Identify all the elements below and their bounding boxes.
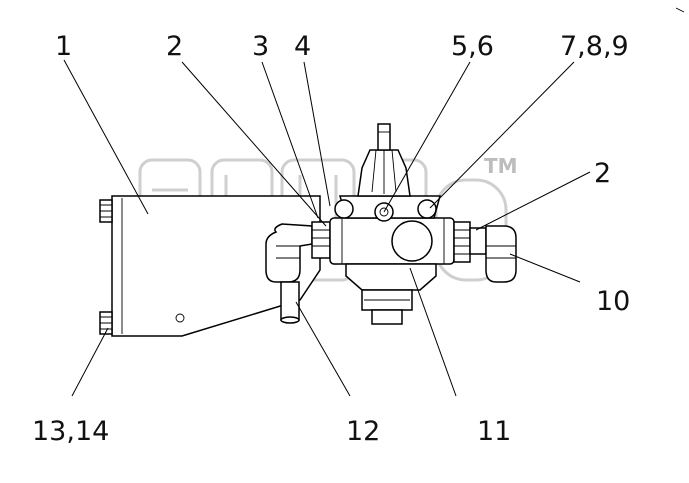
elbow-fitting-right xyxy=(469,225,517,283)
callout-11: 11 xyxy=(477,416,511,447)
callout-2-right: 2 xyxy=(594,158,611,189)
trademark-mark: TM xyxy=(484,154,518,178)
pressure-regulator xyxy=(334,123,441,222)
callout-7-8-9: 7,8,9 xyxy=(560,31,629,62)
corner-mark xyxy=(675,7,685,13)
callout-3: 3 xyxy=(252,31,269,62)
valve-body xyxy=(311,217,471,325)
callout-5-6: 5,6 xyxy=(451,31,494,62)
callout-10: 10 xyxy=(596,286,630,317)
bolt-top xyxy=(99,199,113,223)
callout-1: 1 xyxy=(55,31,72,62)
leader-lines xyxy=(63,59,591,397)
bolt-bottom xyxy=(99,311,113,335)
elbow-fitting-left xyxy=(265,223,313,324)
callout-13-14: 13,14 xyxy=(32,416,109,447)
callout-2-top: 2 xyxy=(166,31,183,62)
callout-4: 4 xyxy=(294,31,311,62)
callout-12: 12 xyxy=(346,416,380,447)
callout-labels: 1 2 3 4 5,6 7,8,9 2 10 11 12 13,14 xyxy=(32,31,630,447)
mounting-bracket xyxy=(111,195,321,337)
